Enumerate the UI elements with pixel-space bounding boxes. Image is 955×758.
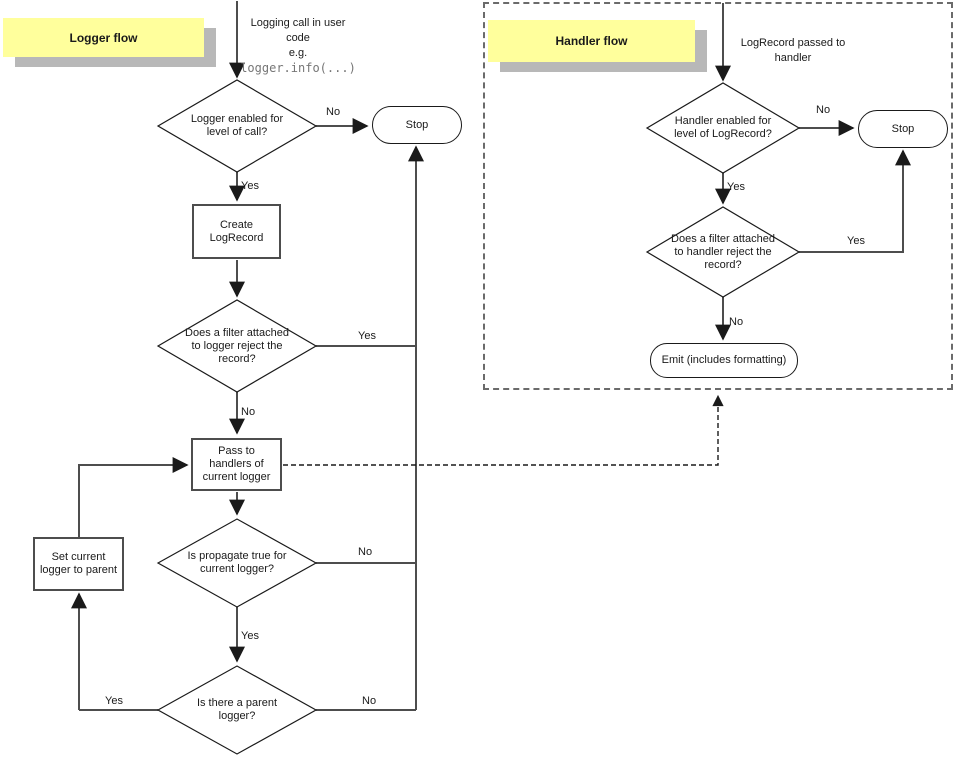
- process-set-current-logger: Set current logger to parent: [33, 537, 124, 591]
- edge-label-hfilter-yes: Yes: [847, 235, 865, 247]
- edge-label-propagate-yes: Yes: [241, 630, 259, 642]
- edge-label-filter-no: No: [241, 406, 256, 418]
- process-create-logrecord-label: Create LogRecord: [209, 218, 264, 244]
- edge-label-enabled-yes: Yes: [241, 180, 259, 192]
- decision-logger-enabled: [156, 79, 318, 173]
- decision-handler-enabled-label: Handler enabled for level of LogRecord?: [674, 115, 772, 140]
- note-logging-call-code: logger.info(...): [240, 61, 356, 75]
- edge-label-enabled-no: No: [326, 106, 341, 118]
- handler-flow-title-label: Handler flow: [555, 34, 628, 48]
- terminator-emit-label: Emit (includes formatting): [661, 354, 787, 366]
- process-pass-to-handlers: Pass to handlers of current logger: [191, 438, 282, 491]
- edge-hfilter-yes-stop: [799, 149, 911, 253]
- handler-flow-container: [483, 2, 953, 390]
- decision-handler-enabled: [645, 82, 801, 174]
- logger-flow-title-label: Logger flow: [69, 30, 138, 45]
- logger-flow-title: Logger flow: [3, 18, 204, 57]
- edge-label-parent-yes: Yes: [105, 695, 123, 707]
- terminator-stop-handler-label: Stop: [891, 122, 915, 135]
- edge-label-propagate-no: No: [358, 546, 373, 558]
- edge-label-filter-yes: Yes: [358, 330, 376, 342]
- decision-propagate: [156, 518, 318, 608]
- edge-label-henabled-no: No: [816, 104, 831, 116]
- terminator-stop-logger: Stop: [372, 106, 462, 144]
- edge-label-henabled-yes: Yes: [727, 181, 745, 193]
- decision-parent-logger-label: Is there a parent logger?: [196, 697, 278, 722]
- handler-flow-title: Handler flow: [488, 20, 695, 62]
- edge-label-parent-no: No: [362, 695, 377, 707]
- process-create-logrecord: Create LogRecord: [192, 204, 281, 259]
- note-logging-call-text: Logging call in user code: [250, 17, 346, 44]
- process-pass-to-handlers-label: Pass to handlers of current logger: [202, 445, 271, 483]
- decision-parent-logger: [156, 665, 318, 755]
- decision-logger-filter-label: Does a filter attached to logger reject …: [185, 326, 289, 365]
- process-set-current-logger-label: Set current logger to parent: [39, 551, 118, 576]
- edge-pass-to-handler-flow: [283, 394, 724, 466]
- terminator-stop-logger-label: Stop: [405, 118, 429, 131]
- note-logrecord-passed-text: LogRecord passed to handler: [740, 37, 846, 64]
- note-logrecord-passed: LogRecord passed to handler: [727, 36, 859, 66]
- terminator-emit: Emit (includes formatting): [650, 343, 798, 378]
- decision-handler-filter: [645, 206, 801, 298]
- edge-label-hfilter-no: No: [729, 316, 744, 328]
- note-logging-call: Logging call in user code e.g. logger.in…: [238, 16, 358, 76]
- decision-handler-filter-label: Does a filter attached to handler reject…: [671, 232, 775, 271]
- edge-right-rail-joins: [316, 345, 416, 711]
- terminator-stop-handler: Stop: [858, 110, 948, 148]
- decision-propagate-label: Is propagate true for current logger?: [187, 550, 287, 575]
- decision-logger-filter: [156, 299, 318, 393]
- edge-setparent-to-pass: [78, 457, 189, 537]
- decision-logger-enabled-label: Logger enabled for level of call?: [190, 113, 284, 138]
- note-logging-call-eg: e.g.: [288, 47, 308, 59]
